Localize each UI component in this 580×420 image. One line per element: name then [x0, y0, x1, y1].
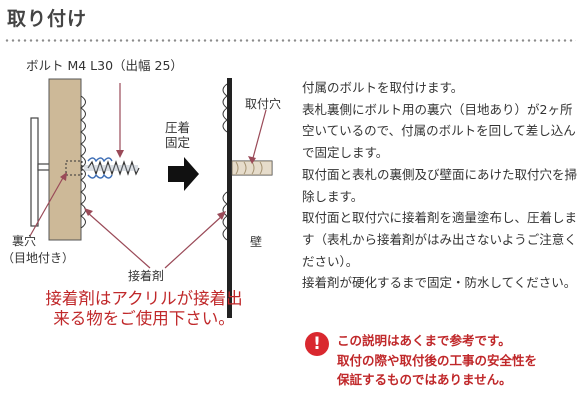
dotted-divider — [4, 39, 576, 42]
press-arrow — [168, 157, 199, 191]
adhesive-label: 接着剤 — [128, 269, 165, 283]
hole-pointer-line — [29, 175, 65, 237]
wall — [227, 78, 232, 318]
wall-bracket-bar — [30, 117, 39, 227]
sign-plate — [48, 78, 82, 241]
instruction-step: 表札裏側にボルト用の裏穴（目地あり）が2ヶ所空いているので、付属のボルトを回して… — [302, 101, 576, 161]
back-hole-sublabel: （目地付き） — [2, 251, 75, 265]
mount-hole-label: 取付穴 — [245, 97, 282, 111]
press-label: 圧着 固定 — [165, 120, 190, 150]
instruction-step: 取付面と取付穴に接着剤を適量塗布し、圧着します（表札から接着剤がはみ出さないよう… — [302, 210, 578, 269]
mount-hole-fill — [232, 161, 272, 175]
warning-line: 保証するものではありません。 — [337, 372, 512, 387]
back-hole — [65, 160, 83, 176]
hole-pointer-arrow — [60, 172, 67, 181]
adhesive-bumps-wall-bottom — [222, 191, 228, 241]
adhesive-bumps-left — [80, 95, 86, 229]
mount-hole-pointer-arrow — [248, 156, 256, 164]
page-title: 取り付け — [7, 8, 88, 30]
press-label-line1: 圧着 — [165, 120, 191, 135]
adhesive-pointer-right-head — [217, 211, 226, 220]
wall-label: 壁 — [250, 235, 263, 249]
adhesive-note: 接着剤はアクリルが接着出来る物をご使用下さい。 — [45, 289, 243, 328]
mount-hole-pointer-line — [252, 109, 267, 159]
instruction-text: 付属のボルトを取付けます。 表札裏側にボルト用の裏穴（目地あり）が2ヶ所空いてい… — [302, 77, 578, 294]
exclamation-icon: ! — [305, 332, 329, 356]
bolt-spring — [87, 157, 113, 179]
warning-text: この説明はあくまで参考です。 取付の際や取付後の工事の安全性を 保証するものでは… — [337, 331, 577, 390]
press-label-line2: 固定 — [165, 135, 191, 150]
instruction-step: 取付面と表札の裏側及び壁面にあけた取付穴を掃除します。 — [302, 166, 578, 204]
warning-line: 取付の際や取付後の工事の安全性を — [337, 352, 538, 368]
instruction-step: 付属のボルトを取付けます。 — [302, 80, 464, 95]
warning-line: この説明はあくまで参考です。 — [337, 333, 511, 348]
adhesive-pointer-right — [164, 215, 223, 269]
back-hole-label: 裏穴 — [12, 234, 37, 248]
bolt-shaft — [84, 165, 138, 171]
instruction-step: 接着剤が硬化するまで固定・防水してください。 — [302, 275, 577, 291]
adhesive-pointer-left — [87, 212, 151, 269]
bolt-pointer-arrow — [116, 150, 124, 158]
adhesive-pointer-left-head — [84, 208, 93, 216]
bolt-thread — [87, 160, 140, 176]
adhesive-bumps-wall-top — [222, 83, 228, 133]
bolt-label: ボルト M4 L30（出幅 25） — [26, 58, 183, 73]
